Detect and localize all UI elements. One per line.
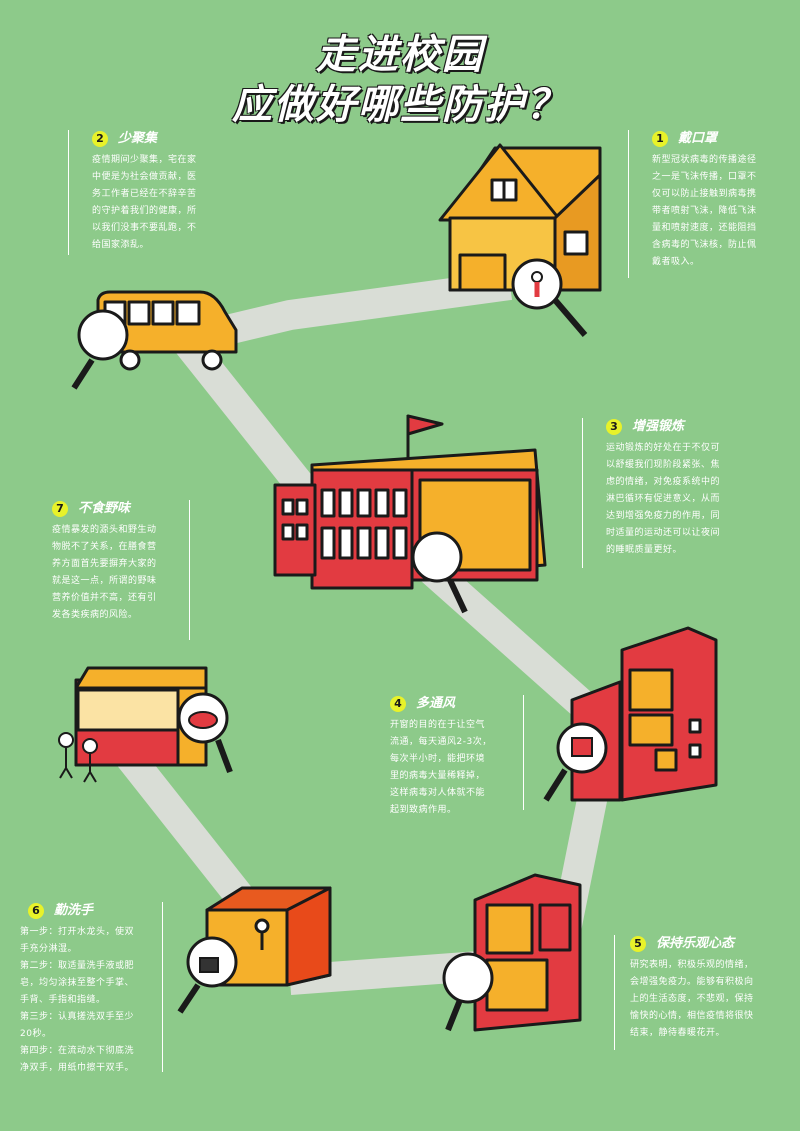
card-body: 运动锻炼的好处在于不仅可 以舒缓我们现阶段紧张、焦 虑的情绪，对免疫系统中的 淋…	[606, 443, 721, 555]
card-ventilation: 4 多通风 开窗的目的在于让空气 流通，每天通风2-3次， 每次半小时，能把环境 …	[390, 695, 530, 819]
card-number-badge: 6	[28, 903, 44, 919]
magnifier-icon	[543, 722, 608, 802]
people-icon	[58, 732, 98, 783]
card-number-badge: 3	[606, 419, 622, 435]
card-gathering: 2 少聚集 疫情期间少聚集，宅在家 中便是为社会做贡献，医 务工作者已经在不辞辛苦…	[68, 130, 218, 255]
magnifier-icon	[411, 531, 468, 614]
card-handwashing: 6 勤洗手 第一步：打开水龙头，使双 手充分淋湿。 第二步：取适量洗手液或肥 皂，…	[20, 902, 170, 1077]
school-building-icon	[273, 414, 547, 590]
card-heading: 增强锻炼	[632, 419, 685, 434]
page-title-line1: 走进校园	[316, 32, 484, 78]
card-heading: 戴口罩	[678, 131, 718, 146]
card-heading: 不食野味	[78, 501, 131, 516]
magnifier-icon	[177, 692, 233, 774]
card-mask: 1 戴口罩 新型冠状病毒的传播途径 之一是飞沫传播，口罩不 仅可以防止接触到病毒携…	[628, 130, 773, 278]
card-wild-food: 7 不食野味 疫情暴发的源头和野生动 物脱不了关系，在膳食营 养方面首先要摒弃大家…	[52, 500, 192, 640]
magnifier-icon	[442, 952, 494, 1032]
card-exercise: 3 增强锻炼 运动锻炼的好处在于不仅可 以舒缓我们现阶段紧张、焦 虑的情绪，对免疫…	[582, 418, 752, 568]
walkway-path	[108, 270, 615, 995]
card-body: 疫情期间少聚集，宅在家 中便是为社会做贡献，医 务工作者已经在不辞辛苦 的守护着…	[92, 155, 197, 250]
card-body: 开窗的目的在于让空气 流通，每天通风2-3次， 每次半小时，能把环境 里的病毒大…	[390, 720, 492, 815]
card-heading: 少聚集	[118, 131, 158, 146]
card-optimism: 5 保持乐观心态 研究表明，积极乐观的情绪， 会增强免疫力。能够有积极向 上的生活…	[614, 935, 779, 1050]
classroom-building-icon	[473, 873, 582, 1032]
card-body: 新型冠状病毒的传播途径 之一是飞沫传播，口罩不 仅可以防止接触到病毒携 带者喷射…	[652, 155, 757, 267]
magnifier-icon	[177, 936, 238, 1014]
card-heading: 多通风	[416, 696, 456, 711]
card-number-badge: 7	[52, 501, 68, 517]
card-heading: 保持乐观心态	[656, 936, 735, 951]
card-number-badge: 5	[630, 936, 646, 952]
card-body: 第一步：打开水龙头，使双 手充分淋湿。 第二步：取适量洗手液或肥 皂，均匀涂抹至…	[20, 927, 135, 1073]
card-heading: 勤洗手	[54, 903, 94, 918]
card-body: 疫情暴发的源头和野生动 物脱不了关系，在膳食营 养方面首先要摒弃大家的 就是这一…	[52, 525, 157, 620]
card-number-badge: 1	[652, 131, 668, 147]
card-number-badge: 2	[92, 131, 108, 147]
magnifier-icon	[71, 309, 129, 390]
page-title-line2: 应做好哪些防护？	[232, 82, 568, 128]
apartment-icon	[570, 626, 718, 802]
card-body: 研究表明，积极乐观的情绪， 会增强免疫力。能够有积极向 上的生活态度，不悲观，保…	[630, 960, 754, 1038]
card-number-badge: 4	[390, 696, 406, 712]
magnifier-icon	[511, 258, 588, 337]
